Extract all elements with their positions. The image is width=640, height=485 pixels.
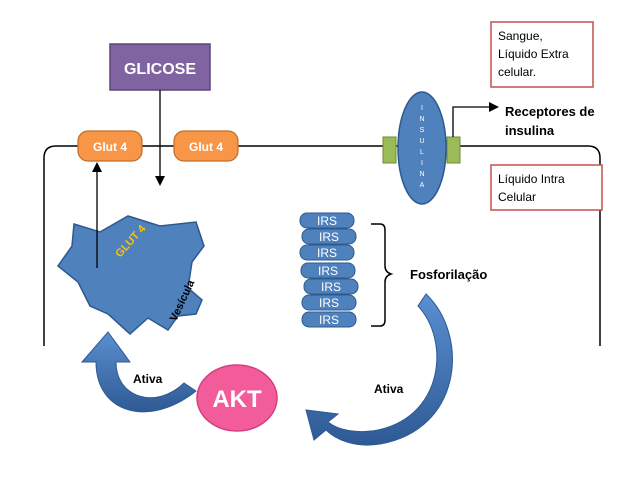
sangue-line2: Líquido Extra: [498, 47, 569, 61]
insulina-letters: I N S U L I N A: [419, 105, 424, 189]
akt-node: AKT: [196, 364, 278, 432]
irs-label: IRS: [317, 214, 337, 228]
irs-label: IRS: [319, 313, 339, 327]
vesicle: GLUT 4 Vesícula: [56, 215, 205, 336]
ativa-left-arrow: [80, 331, 197, 413]
fosforilacao-label: Fosforilação: [410, 267, 487, 282]
receptores-label-line1: Receptores de: [505, 104, 595, 119]
insulina-letter: S: [420, 127, 425, 134]
akt-label: AKT: [212, 386, 262, 413]
receptor-right-subunit: [446, 136, 461, 164]
irs-bracket: [371, 223, 394, 327]
insulina-letter: A: [420, 182, 425, 189]
receptor-pointer-arrow: [452, 102, 499, 137]
irs-label: IRS: [317, 246, 337, 260]
irs-pill: IRS: [301, 228, 357, 245]
glicose-node: GLICOSE: [109, 43, 211, 91]
irs-label: IRS: [319, 296, 339, 310]
ativa-right-arrow: [305, 293, 453, 446]
glicose-label: GLICOSE: [124, 61, 196, 78]
vesicle-shape: [56, 215, 205, 336]
insulina-letter: N: [419, 171, 424, 178]
glut4-right-label: Glut 4: [189, 140, 223, 154]
sangue-line1: Sangue,: [498, 29, 543, 43]
irs-pill: IRS: [303, 278, 359, 295]
irs-label: IRS: [321, 280, 341, 294]
irs-pill: IRS: [301, 311, 357, 328]
insulina-letter: I: [421, 105, 423, 112]
insulina-letter: L: [420, 149, 424, 156]
sangue-line3: celular.: [498, 65, 536, 79]
glut4-transporter-right: Glut 4: [173, 130, 239, 162]
irs-pill: IRS: [299, 244, 355, 261]
ativa-left-label: Ativa: [133, 372, 163, 386]
ativa-right-label: Ativa: [374, 382, 404, 396]
insulin-receptor: I N S U L I N A: [382, 91, 461, 205]
insulina-letter: N: [419, 116, 424, 123]
liquido-intracelular-box: Líquido Intra Celular: [490, 164, 603, 211]
irs-pill: IRS: [301, 294, 357, 311]
sangue-extracelular-box: Sangue, Líquido Extra celular.: [490, 21, 594, 88]
irs-label: IRS: [319, 230, 339, 244]
cell-membrane: [43, 145, 601, 346]
receptores-label-line2: insulina: [505, 123, 555, 138]
irs-pill: IRS: [300, 262, 356, 279]
glut4-left-label: Glut 4: [93, 140, 127, 154]
intra-line1: Líquido Intra: [498, 172, 565, 186]
insulina-ellipse: [397, 91, 447, 205]
intra-line2: Celular: [498, 190, 536, 204]
insulina-letter: U: [419, 138, 424, 145]
irs-label: IRS: [318, 264, 338, 278]
irs-pill: IRS: [299, 212, 355, 229]
irs-stack: IRS IRS IRS IRS IRS IRS IRS: [299, 212, 359, 328]
glut4-transporter-left: Glut 4: [77, 130, 143, 162]
receptor-left-subunit: [382, 136, 397, 164]
insulina-letter: I: [421, 160, 423, 167]
